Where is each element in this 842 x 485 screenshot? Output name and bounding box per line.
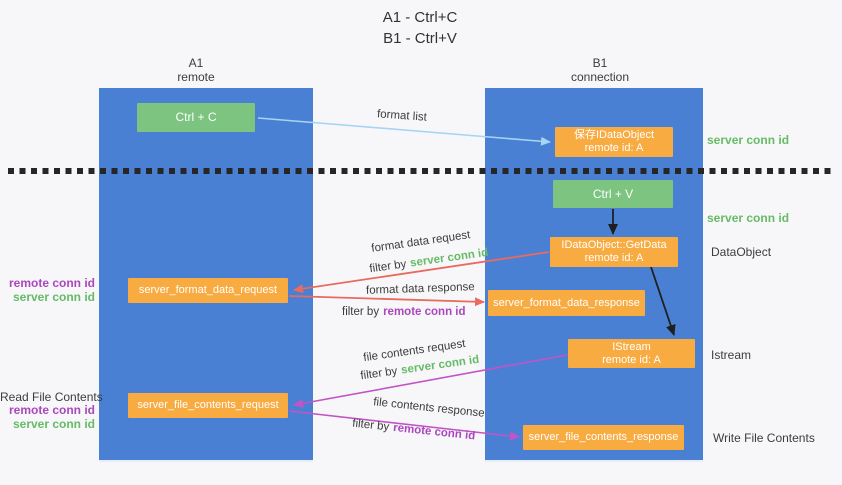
label-remote-conn-id: remote conn id bbox=[8, 403, 95, 417]
filter-prefix: filter by bbox=[351, 417, 390, 434]
label-server-conn-id-right-1: server conn id bbox=[707, 133, 790, 147]
node-server-file-contents-request: server_file_contents_request bbox=[128, 393, 288, 418]
node-save-idataobject-line2: remote id: A bbox=[584, 142, 644, 154]
label-server-conn-id-right-2: server conn id bbox=[707, 211, 790, 225]
node-format-request-label: server_format_data_request bbox=[138, 284, 278, 296]
node-ctrl-c: Ctrl + C bbox=[137, 103, 255, 132]
column-a1-role: remote bbox=[177, 70, 215, 84]
filter-prefix: filter by bbox=[359, 365, 399, 383]
column-a1-name: A1 bbox=[188, 56, 204, 70]
filter-value-remote-conn-id: remote conn id bbox=[392, 421, 476, 443]
title-line-a1: A1 - Ctrl+C bbox=[382, 9, 458, 26]
node-save-idataobject: 保存IDataObject remote id: A bbox=[555, 127, 673, 157]
node-getdata-line2: remote id: A bbox=[584, 252, 644, 264]
node-ctrl-v-label: Ctrl + V bbox=[592, 186, 634, 201]
session-divider-dotted-line bbox=[8, 168, 834, 174]
column-b1-role: connection bbox=[570, 70, 630, 84]
arrow-format-request-to-response bbox=[288, 295, 485, 307]
diagram-title: A1 - Ctrl+C B1 - Ctrl+V bbox=[300, 7, 540, 49]
column-header-a1: A1 remote bbox=[126, 56, 266, 84]
node-idataobject-getdata: IDataObject::GetData remote id: A bbox=[550, 237, 678, 267]
node-ctrl-v: Ctrl + V bbox=[553, 180, 673, 208]
filter-value-server-conn-id: server conn id bbox=[409, 246, 489, 270]
label-server-conn-id: server conn id bbox=[12, 416, 95, 431]
label-istream: Istream bbox=[711, 348, 752, 362]
label-remote-conn-id: remote conn id bbox=[8, 276, 95, 290]
node-server-file-contents-response: server_file_contents_response bbox=[523, 425, 684, 450]
node-format-response-label: server_format_data_response bbox=[493, 296, 640, 309]
left-conn-id-group-1: remote conn id server conn id bbox=[0, 276, 95, 304]
title-line-b1: B1 - Ctrl+V bbox=[383, 30, 457, 47]
column-b1-name: B1 bbox=[592, 56, 608, 70]
label-format-list: format list bbox=[376, 108, 428, 124]
node-file-request-label: server_file_contents_request bbox=[137, 399, 279, 411]
label-format-data-response: format data response bbox=[365, 281, 475, 297]
node-istream: IStream remote id: A bbox=[568, 339, 695, 368]
node-getdata-line1: IDataObject::GetData bbox=[561, 239, 667, 251]
filter-prefix: filter by bbox=[342, 306, 380, 318]
label-write-file-contents: Write File Contents bbox=[713, 431, 815, 445]
filter-value-remote-conn-id: remote conn id bbox=[383, 306, 466, 318]
node-istream-line1: IStream bbox=[612, 340, 651, 353]
column-header-b1: B1 connection bbox=[530, 56, 670, 84]
label-server-conn-id: server conn id bbox=[12, 289, 95, 304]
filter-prefix: filter by bbox=[368, 258, 408, 276]
node-file-response-label: server_file_contents_response bbox=[528, 431, 679, 443]
node-istream-line2: remote id: A bbox=[602, 353, 661, 366]
node-server-format-data-request: server_format_data_request bbox=[128, 278, 288, 303]
label-read-file-contents: Read File Contents bbox=[0, 390, 103, 404]
node-server-format-data-response: server_format_data_response bbox=[488, 290, 645, 316]
node-save-idataobject-line1: 保存IDataObject bbox=[573, 129, 655, 141]
node-ctrl-c-label: Ctrl + C bbox=[175, 110, 217, 124]
label-dataobject: DataObject bbox=[711, 245, 772, 259]
label-file-contents-response: file contents response bbox=[372, 396, 486, 420]
left-conn-id-group-2: remote conn id server conn id bbox=[0, 403, 95, 431]
